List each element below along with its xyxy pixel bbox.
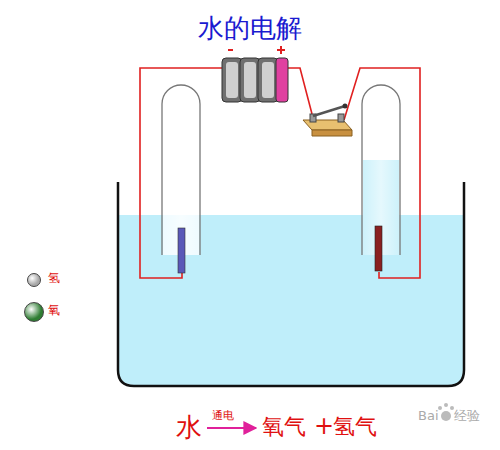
electrode: [375, 226, 382, 271]
equation-term: 氧气: [262, 415, 306, 439]
switch: [303, 104, 352, 137]
legend-swatch: [27, 273, 41, 287]
legend-swatch: [24, 302, 44, 322]
watermark: 经验: [454, 409, 480, 423]
wire: [140, 58, 420, 278]
equation-term: 氢气: [333, 415, 377, 439]
watermark-logo: [438, 403, 454, 421]
equation-operator: +: [314, 413, 334, 439]
title: 水的电解: [0, 14, 500, 43]
reaction-arrow: [207, 427, 256, 429]
condition-label: 通电: [212, 410, 234, 422]
equation-term: 水: [176, 413, 202, 442]
legend-label: 氧: [48, 304, 60, 317]
battery: [222, 46, 288, 102]
legend-label: 氢: [48, 272, 60, 285]
electrode: [178, 228, 185, 273]
watermark: Bai: [418, 409, 439, 423]
